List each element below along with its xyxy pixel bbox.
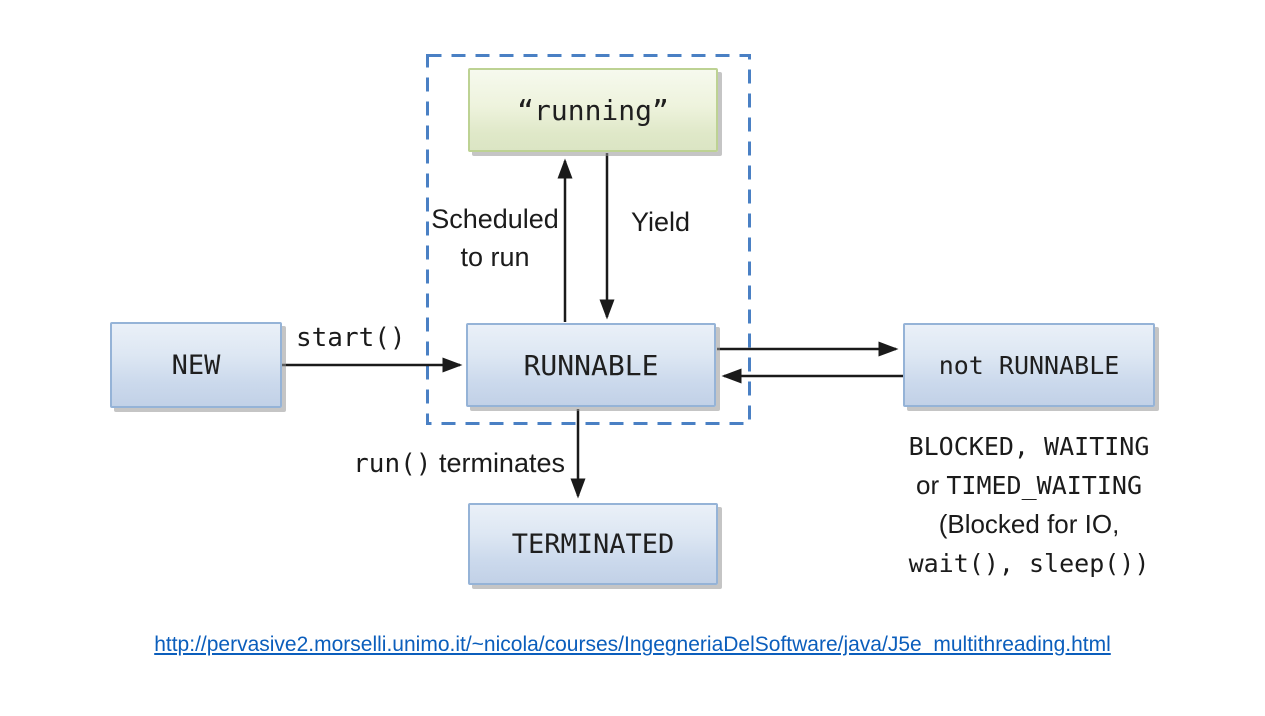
node-running-label: “running” <box>517 93 669 127</box>
node-runnable: RUNNABLE <box>466 323 716 407</box>
node-terminated-label: TERMINATED <box>511 528 675 560</box>
node-new: NEW <box>110 322 282 408</box>
source-link[interactable]: http://pervasive2.morselli.unimo.it/~nic… <box>154 633 1111 656</box>
edge-label-run-code: run() <box>353 449 432 479</box>
node-terminated: TERMINATED <box>468 503 718 585</box>
dashed-runnable-frame <box>426 54 751 425</box>
node-not-runnable-label: not RUNNABLE <box>938 350 1120 380</box>
edge-label-scheduled-to-run: Scheduled to run <box>420 200 570 276</box>
note-line-blocked-waiting: BLOCKED, WAITING <box>908 432 1150 461</box>
note-timed-waiting-code: TIMED_WAITING <box>946 471 1143 500</box>
edge-label-scheduled-line1: Scheduled <box>431 204 559 234</box>
node-runnable-label: RUNNABLE <box>523 348 659 382</box>
node-new-label: NEW <box>171 349 221 381</box>
edge-label-start: start() <box>296 323 406 353</box>
footer: http://pervasive2.morselli.unimo.it/~nic… <box>0 633 1265 657</box>
node-not-runnable: not RUNNABLE <box>903 323 1155 407</box>
note-line-timed-waiting: or TIMED_WAITING <box>893 466 1165 505</box>
edge-label-run-terminates: run() terminates <box>305 444 565 483</box>
edge-label-scheduled-line2: to run <box>460 242 530 272</box>
edge-label-yield: Yield <box>631 207 691 237</box>
note-line-wait-sleep: wait(), sleep()) <box>908 549 1150 578</box>
not-runnable-note: BLOCKED, WAITING or TIMED_WAITING (Block… <box>893 427 1165 583</box>
note-line-blocked-for-io: (Blocked for IO, <box>938 509 1120 539</box>
note-or-text: or <box>915 470 940 500</box>
node-running: “running” <box>468 68 718 152</box>
edge-label-terminates-text: terminates <box>438 448 565 478</box>
